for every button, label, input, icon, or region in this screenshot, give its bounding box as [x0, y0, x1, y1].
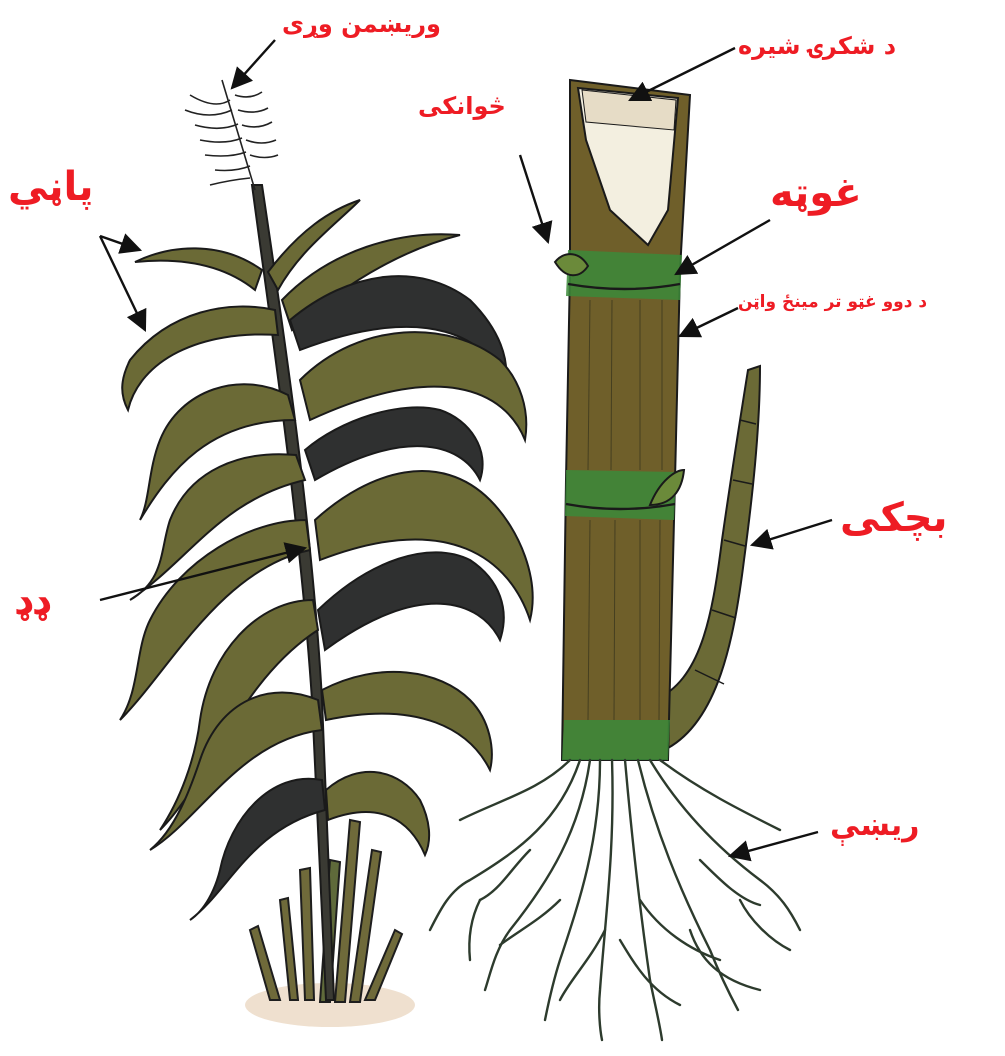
band: [562, 720, 670, 760]
arrow-roots: [730, 832, 818, 856]
tassel-flowers: [185, 80, 278, 190]
arrow-male-flowers: [232, 40, 275, 88]
label-roots: ريښې: [830, 808, 919, 843]
label-leaves: پاڼي: [8, 164, 94, 210]
label-shoot: بچکی: [840, 495, 948, 541]
label-male-flowers: وريښمن وړی: [282, 10, 441, 38]
arrow-bud: [520, 155, 548, 242]
label-sugar-juice: د شکرۍ شيره: [738, 32, 896, 60]
band: [566, 250, 682, 300]
leaf: [305, 407, 483, 480]
whole-plant-illustration: [120, 80, 533, 1027]
roots: [430, 760, 800, 1040]
label-bud: څوانکی: [418, 92, 506, 120]
arrow-sugar-juice: [630, 48, 735, 100]
leaf: [326, 772, 429, 855]
arrow-shoot: [752, 520, 832, 545]
leaf: [135, 248, 262, 290]
leaf: [318, 552, 504, 650]
label-node: غوټه: [770, 170, 862, 216]
label-stem: ډډ: [14, 578, 50, 624]
leaf: [322, 672, 492, 770]
label-internode: د دوو غټو تر مينځ واټن: [738, 292, 927, 312]
arrow-internode: [680, 308, 738, 336]
arrow-node: [676, 220, 770, 274]
